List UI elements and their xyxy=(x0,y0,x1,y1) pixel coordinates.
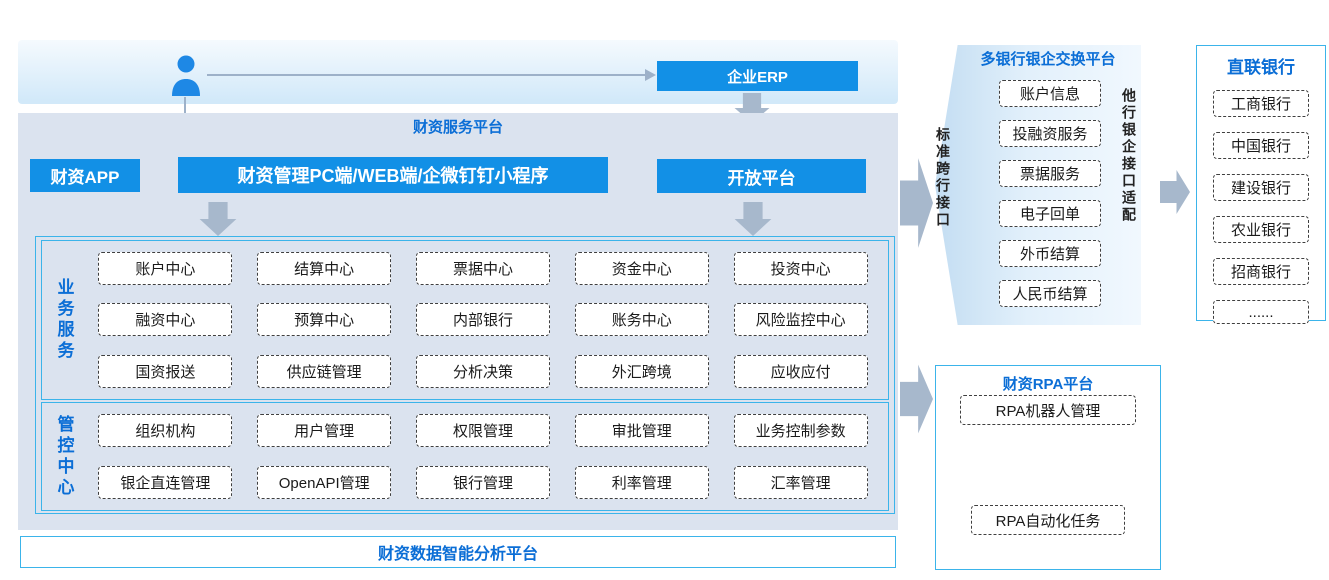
direct-banks-title: 直联银行 xyxy=(1227,58,1295,77)
right-arrow-icon xyxy=(900,364,933,434)
business-module-box: 投资中心 xyxy=(733,252,868,286)
adapter-interface-label: 他行银企接口适配 xyxy=(1121,88,1137,224)
control-center-section: 管控中心 组织机构 用户管理 权限管理 审批管理 业务控制参数 银企直连管理 O… xyxy=(41,402,889,511)
exchange-item-box: 外币结算 xyxy=(999,240,1101,267)
business-services-section: 业务服务 账户中心 结算中心 票据中心 资金中心 投资中心 融资中心 预算中心 … xyxy=(41,240,889,400)
rpa-item-box: RPA机器人管理 xyxy=(960,395,1136,425)
data-analysis-platform-bar: 财资数据智能分析平台 xyxy=(20,536,896,568)
exchange-item-box: 人民币结算 xyxy=(999,280,1101,307)
business-services-label-col: 业务服务 xyxy=(42,241,86,399)
rpa-item-box: RPA自动化任务 xyxy=(971,505,1125,535)
business-module-box: 结算中心 xyxy=(257,252,392,286)
business-module-box: 分析决策 xyxy=(415,354,550,388)
standard-interface-label: 标准跨行接口 xyxy=(935,127,951,229)
treasury-app-node: 财资APP xyxy=(30,159,140,192)
arrowhead-right-icon xyxy=(645,69,656,81)
business-module-box: 内部银行 xyxy=(415,303,550,337)
bank-item-box: 农业银行 xyxy=(1213,216,1309,243)
bank-item-box: 中国银行 xyxy=(1213,132,1309,159)
rpa-platform-panel: 财资RPA平台 RPA机器人管理 RPA自动化任务 xyxy=(935,365,1161,570)
business-module-box: 外汇跨境 xyxy=(574,354,709,388)
right-arrow-icon xyxy=(1160,170,1190,214)
bank-item-box: 招商银行 xyxy=(1213,258,1309,285)
control-module-box: 业务控制参数 xyxy=(733,414,868,448)
platform-title: 财资服务平台 xyxy=(412,119,503,136)
control-center-label: 管控中心 xyxy=(54,414,74,499)
business-modules-grid: 账户中心 结算中心 票据中心 资金中心 投资中心 融资中心 预算中心 内部银行 … xyxy=(86,241,888,399)
exchange-platform-title: 多银行银企交换平台 xyxy=(980,51,1116,68)
modules-container xyxy=(35,236,895,514)
banks-list: 工商银行 中国银行 建设银行 农业银行 招商银行 ...... xyxy=(1197,90,1325,324)
control-module-box: 汇率管理 xyxy=(733,465,868,499)
control-center-label-col: 管控中心 xyxy=(42,403,86,510)
bank-item-box: 工商银行 xyxy=(1213,90,1309,117)
bank-item-box: ...... xyxy=(1213,300,1309,324)
control-module-box: 银企直连管理 xyxy=(98,465,233,499)
rpa-platform-title: 财资RPA平台 xyxy=(1002,376,1094,393)
connector-user-to-erp xyxy=(207,74,645,76)
business-module-box: 应收应付 xyxy=(733,354,868,388)
business-module-box: 风险监控中心 xyxy=(733,303,868,337)
business-module-box: 票据中心 xyxy=(415,252,550,286)
control-module-box: 组织机构 xyxy=(98,414,233,448)
control-modules-grid: 组织机构 用户管理 权限管理 审批管理 业务控制参数 银企直连管理 OpenAP… xyxy=(86,403,888,510)
exchange-item-box: 投融资服务 xyxy=(999,120,1101,147)
control-module-box: OpenAPI管理 xyxy=(257,465,392,499)
business-module-box: 融资中心 xyxy=(98,303,233,337)
business-module-box: 账户中心 xyxy=(98,252,233,286)
control-module-box: 利率管理 xyxy=(574,465,709,499)
business-module-box: 预算中心 xyxy=(257,303,392,337)
control-module-box: 用户管理 xyxy=(257,414,392,448)
erp-node: 企业ERP xyxy=(657,61,858,91)
business-services-label: 业务服务 xyxy=(54,278,74,362)
bank-item-box: 建设银行 xyxy=(1213,174,1309,201)
exchange-item-box: 票据服务 xyxy=(999,160,1101,187)
exchange-item-box: 账户信息 xyxy=(999,80,1101,107)
connector-user-down xyxy=(184,97,186,128)
control-module-box: 审批管理 xyxy=(574,414,709,448)
control-module-box: 权限管理 xyxy=(415,414,550,448)
exchange-items-list: 账户信息 投融资服务 票据服务 电子回单 外币结算 人民币结算 xyxy=(975,80,1125,307)
business-module-box: 资金中心 xyxy=(574,252,709,286)
business-module-box: 账务中心 xyxy=(574,303,709,337)
business-module-box: 供应链管理 xyxy=(257,354,392,388)
right-arrow-icon xyxy=(900,158,933,248)
exchange-item-box: 电子回单 xyxy=(999,200,1101,227)
direct-banks-panel: 直联银行 工商银行 中国银行 建设银行 农业银行 招商银行 ...... xyxy=(1196,45,1326,324)
open-platform-node: 开放平台 xyxy=(657,159,866,193)
treasury-pc-node: 财资管理PC端/WEB端/企微钉钉小程序 xyxy=(178,157,608,193)
business-module-box: 国资报送 xyxy=(98,354,233,388)
control-module-box: 银行管理 xyxy=(415,465,550,499)
user-icon xyxy=(167,54,205,98)
